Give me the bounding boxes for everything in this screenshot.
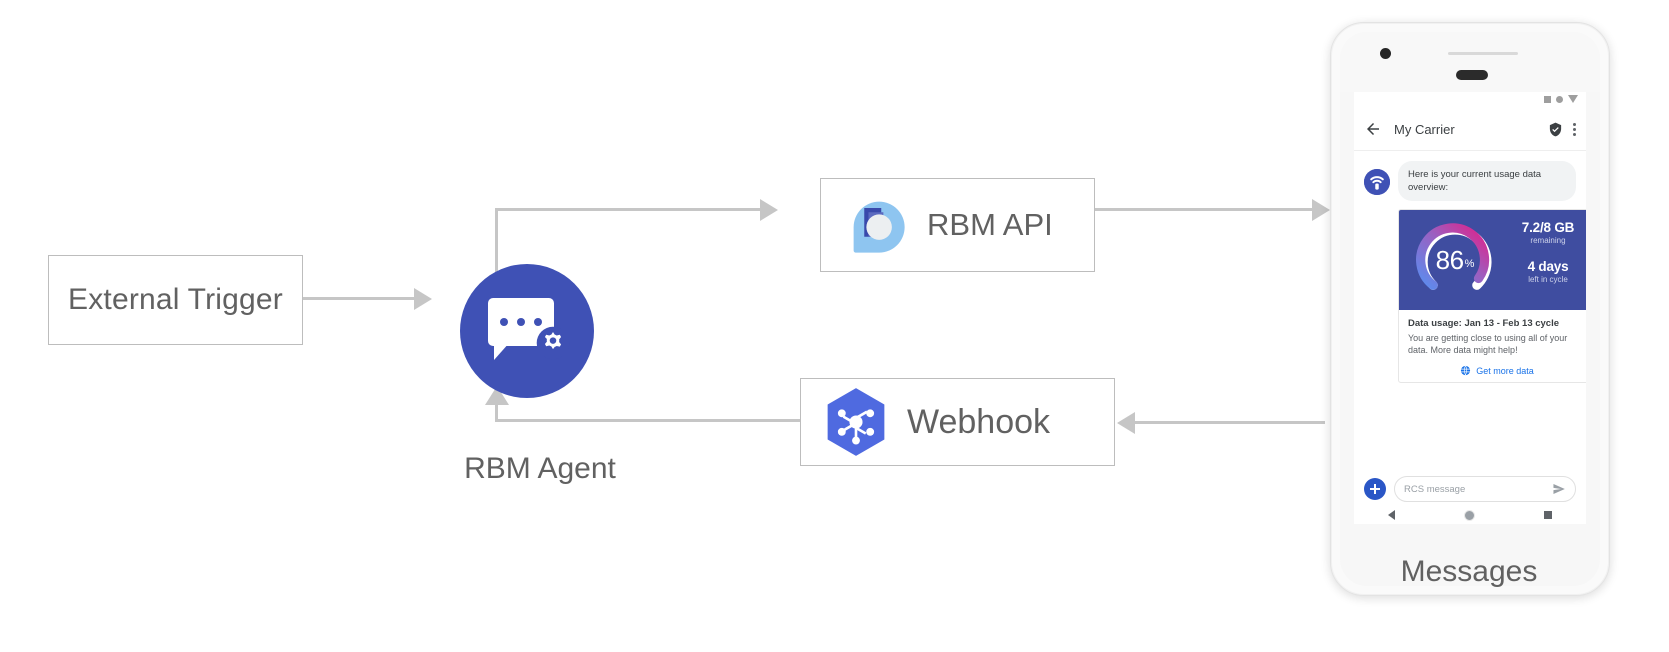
gauge-unit: % <box>1464 258 1475 270</box>
card-hero: 86 % 7.2/8 GB remaining 4 days <box>1399 210 1586 310</box>
connector-agent-to-api-vertical <box>495 208 498 274</box>
get-more-data-button[interactable]: Get more data <box>1408 365 1586 376</box>
messages-label: Messages <box>1400 555 1538 588</box>
connector-webhook-to-agent-vertical <box>495 404 498 421</box>
connector-webhook-to-agent-horizontal <box>495 419 801 422</box>
phone-top-bezel <box>1340 32 1600 92</box>
speaker-grill <box>1448 52 1518 55</box>
globe-icon <box>1461 365 1471 376</box>
rcs-placeholder: RCS message <box>1404 483 1466 495</box>
back-arrow-icon[interactable] <box>1364 120 1382 138</box>
card-title: Data usage: Jan 13 - Feb 13 cycle <box>1408 318 1560 329</box>
message-text: Here is your current usage data overview… <box>1398 161 1576 201</box>
card-description: You are getting close to using all of yo… <box>1408 333 1568 355</box>
webhook-node[interactable]: Webhook <box>800 378 1115 466</box>
plus-icon[interactable] <box>1364 478 1386 500</box>
front-camera-icon <box>1380 48 1391 59</box>
send-icon[interactable] <box>1552 482 1566 496</box>
earpiece <box>1456 70 1488 80</box>
rbm-agent-node[interactable] <box>460 264 594 398</box>
carrier-avatar-icon <box>1364 169 1390 195</box>
arrowhead-api-to-phone <box>1312 199 1330 221</box>
verified-shield-icon <box>1549 122 1562 136</box>
arrowhead-agent-to-api <box>760 199 778 221</box>
get-more-data-label: Get more data <box>1476 365 1534 376</box>
nav-recents-icon[interactable] <box>1543 511 1552 519</box>
stat-label-days: left in cycle <box>1528 275 1568 284</box>
conversation-title: My Carrier <box>1394 121 1455 137</box>
stat-label-data: remaining <box>1530 236 1566 245</box>
connector-agent-to-api-horizontal <box>495 208 761 211</box>
message-composer: RCS message <box>1354 472 1586 506</box>
rich-card[interactable]: 86 % 7.2/8 GB remaining 4 days <box>1398 209 1586 383</box>
nav-back-icon[interactable] <box>1388 510 1396 520</box>
usage-gauge-icon <box>1416 223 1492 290</box>
phone-body: My Carrier <box>1340 32 1600 586</box>
connector-trigger-to-agent <box>303 297 416 300</box>
android-nav-bar <box>1354 506 1586 524</box>
phone-device: My Carrier <box>1330 22 1610 596</box>
stat-block-days: 4 days left in cycle <box>1505 259 1586 284</box>
external-trigger-node[interactable]: External Trigger <box>48 255 303 345</box>
rbm-api-label: RBM API <box>927 207 1053 242</box>
gear-icon <box>536 326 570 360</box>
external-trigger-label: External Trigger <box>68 283 283 316</box>
hexagon-nodes-icon <box>827 388 885 456</box>
rcs-message-input[interactable]: RCS message <box>1394 476 1576 502</box>
connector-api-to-phone <box>1095 208 1315 211</box>
overflow-menu-icon[interactable] <box>1573 122 1576 136</box>
rbm-agent-label: RBM Agent <box>464 452 616 485</box>
connector-phone-to-webhook <box>1135 421 1325 424</box>
phone-screen: My Carrier <box>1354 92 1586 524</box>
card-stats: 7.2/8 GB remaining 4 days left in cycle <box>1505 220 1586 284</box>
webhook-label: Webhook <box>907 402 1051 441</box>
rbm-api-node[interactable]: RBM API <box>820 178 1095 272</box>
arrowhead-trigger-to-agent <box>414 288 432 310</box>
nav-home-icon[interactable] <box>1463 509 1475 521</box>
status-bar <box>1544 95 1578 103</box>
card-body: Data usage: Jan 13 - Feb 13 cycle You ar… <box>1399 310 1586 382</box>
rbm-droplet-icon <box>853 201 905 253</box>
circle-icon <box>1556 95 1563 103</box>
message-thread: Here is your current usage data overview… <box>1354 151 1586 478</box>
stat-value-days: 4 days <box>1527 259 1569 274</box>
usage-gauge-value: 86 % <box>1413 218 1497 302</box>
square-icon <box>1544 95 1551 103</box>
triangle-icon <box>1568 95 1578 103</box>
stat-value-data: 7.2/8 GB <box>1521 220 1575 235</box>
gauge-number: 86 <box>1435 244 1464 275</box>
app-bar: My Carrier <box>1354 108 1586 151</box>
arrowhead-phone-to-webhook <box>1117 412 1135 434</box>
stat-block-data: 7.2/8 GB remaining <box>1505 220 1586 245</box>
message-row: Here is your current usage data overview… <box>1354 161 1586 201</box>
